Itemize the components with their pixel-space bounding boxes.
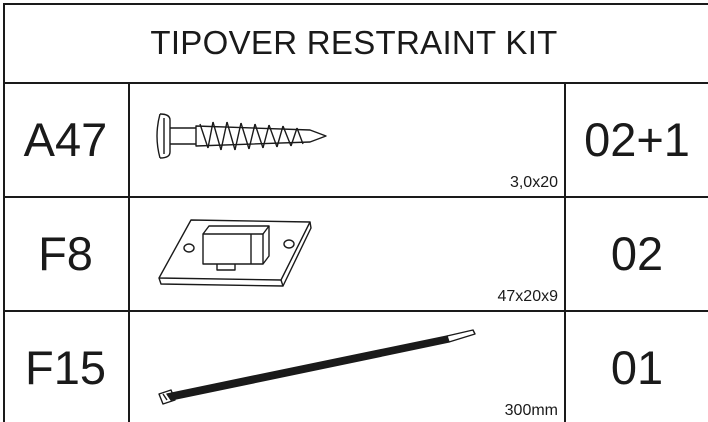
part-size: 47x20x9 xyxy=(497,288,559,305)
row-divider-1 xyxy=(3,196,708,198)
border-left xyxy=(3,3,5,422)
part-size: 3,0x20 xyxy=(509,174,558,191)
part-code: F8 xyxy=(38,227,93,280)
column-divider-code xyxy=(128,82,130,422)
cable-tie-icon xyxy=(155,320,485,415)
bracket-icon xyxy=(155,210,320,295)
kit-title: TIPOVER RESTRAINT KIT xyxy=(150,24,558,61)
part-code: A47 xyxy=(23,113,108,166)
column-divider-quantity xyxy=(564,82,566,422)
part-quantity: 01 xyxy=(610,341,664,394)
part-quantity: 02 xyxy=(610,227,664,280)
row-divider-2 xyxy=(3,310,708,312)
part-size: 300mm xyxy=(504,402,558,419)
part-code: F15 xyxy=(25,341,106,394)
border-top xyxy=(3,3,708,5)
part-quantity: 02+1 xyxy=(584,113,690,166)
row-divider-title xyxy=(3,82,708,84)
screw-icon xyxy=(150,106,340,171)
